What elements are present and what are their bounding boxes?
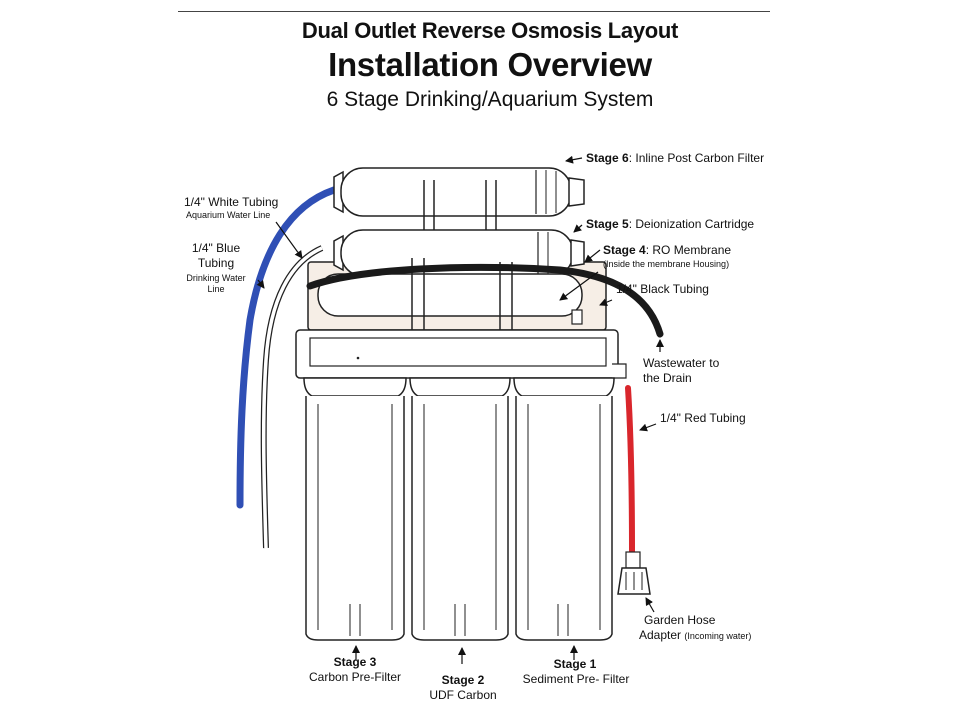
wastewater-label-line1: Wastewater to <box>643 356 720 370</box>
red-tubing <box>625 385 635 555</box>
stage3-desc: Carbon Pre-Filter <box>308 670 402 684</box>
blue-tubing-label-line2: Tubing <box>197 256 235 270</box>
garden-hose-adapter <box>617 551 651 595</box>
blue-tubing-label-line1: 1/4" Blue <box>191 241 241 255</box>
stage1-housing <box>513 377 615 641</box>
hose-adapter-label-line1: Garden Hose <box>644 613 716 627</box>
stage4-label: Stage 4: RO Membrane <box>603 243 732 257</box>
red-tubing-label: 1/4" Red Tubing <box>660 411 746 425</box>
black-tubing <box>306 263 664 338</box>
stage4-membrane-housing <box>317 258 583 330</box>
stage2-desc: UDF Carbon <box>429 688 497 702</box>
hose-adapter-label-line2: Adapter (Incoming water) <box>639 628 752 642</box>
white-tubing-label: 1/4" White Tubing <box>184 195 279 209</box>
stage2-label: Stage 2 <box>441 673 485 687</box>
white-tubing <box>260 245 324 549</box>
stage1-desc: Sediment Pre- Filter <box>522 672 630 686</box>
diagram-subtitle: Installation Overview <box>328 46 652 83</box>
cartridge-clips <box>423 180 497 232</box>
blue-tubing <box>236 186 338 509</box>
blue-tubing-note-line2: Line <box>207 284 225 294</box>
black-tubing-label: 1/4" Black Tubing <box>616 282 709 296</box>
stage3-label: Stage 3 <box>333 655 377 669</box>
top-divider <box>178 11 770 12</box>
white-tubing-note: Aquarium Water Line <box>186 210 271 220</box>
stage5-label: Stage 5: Deionization Cartridge <box>586 217 755 231</box>
diagram-tagline: 6 Stage Drinking/Aquarium System <box>326 88 654 111</box>
stage3-housing <box>303 377 407 641</box>
stage1-label: Stage 1 <box>553 657 597 671</box>
wastewater-label-line2: the Drain <box>643 371 692 385</box>
stage2-housing <box>409 377 511 641</box>
manifold-bar <box>295 329 627 379</box>
stage6-label: Stage 6: Inline Post Carbon Filter <box>586 151 765 165</box>
stage6-inline-post-carbon-filter <box>333 167 585 217</box>
diagram-title: Dual Outlet Reverse Osmosis Layout <box>301 18 679 43</box>
leader-arrows <box>256 155 664 664</box>
blue-tubing-note-line1: Drinking Water <box>186 273 246 283</box>
stage4-note: (Inside the membrane Housing) <box>603 259 730 269</box>
